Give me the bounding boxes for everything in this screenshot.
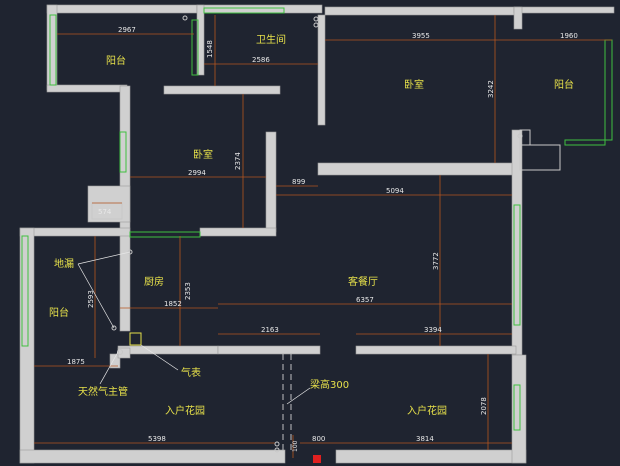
- floor-drain-balcony-icon: [111, 325, 117, 331]
- dim-1852: 1852: [164, 300, 182, 308]
- leader-beam: [286, 387, 311, 405]
- wall-574: [87, 185, 131, 223]
- pipe-top-left-icon: [182, 15, 188, 21]
- room-bedroom-mid: 卧室: [193, 148, 213, 161]
- dim-2163: 2163: [261, 326, 279, 334]
- room-balcony-left: 阳台: [49, 306, 69, 319]
- label-gas-pipe: 天然气主管: [78, 385, 128, 398]
- leader-gas-pipe: [99, 351, 119, 385]
- room-entry-garden-right: 入户花园: [407, 404, 447, 417]
- dim-574: 574: [98, 208, 112, 216]
- room-balcony-right: 阳台: [554, 78, 574, 91]
- wall-top-left: [46, 4, 198, 14]
- wall-entry-left-shaft: [109, 353, 121, 369]
- wall-top-right: [324, 6, 521, 16]
- window-entry-right: [513, 384, 521, 431]
- annotations: 地漏 气表 天然气主管 梁高300: [54, 257, 349, 398]
- wall-living-bottom-right: [355, 345, 517, 355]
- window-balcony-top-left-left: [49, 14, 57, 86]
- floor-drain-kitchen-icon: [127, 249, 133, 255]
- dim-2586: 2586: [252, 56, 270, 64]
- window-balcony-left: [21, 235, 29, 347]
- dim-3814: 3814: [416, 435, 434, 443]
- dim-800: 800: [312, 435, 325, 443]
- wall-bedmid-right: [265, 131, 277, 233]
- label-floor-drain: 地漏: [54, 257, 74, 270]
- windows: [21, 7, 613, 431]
- wall-kitchen-bottom: [117, 345, 219, 355]
- dimension-lines: [34, 15, 612, 458]
- pipe-right-icon: [517, 133, 523, 139]
- wall-bath-right: [317, 14, 326, 126]
- wall-balcony-bottom: [46, 84, 128, 93]
- room-balcony-top-left: 阳台: [106, 54, 126, 67]
- leader-gas-meter: [140, 344, 179, 371]
- wall-bottom-right: [335, 449, 527, 464]
- leader-floor-drain: [77, 251, 131, 265]
- dim-899: 899: [292, 178, 305, 186]
- dim-2353: 2353: [184, 282, 192, 300]
- dim-5398: 5398: [148, 435, 166, 443]
- pipe-entry-icon: [274, 441, 280, 447]
- dim-3955: 3955: [412, 32, 430, 40]
- dim-6357: 6357: [356, 296, 374, 304]
- dim-3394: 3394: [424, 326, 442, 334]
- gas-meter-icon: [129, 332, 142, 346]
- window-bedmid-left: [119, 131, 127, 173]
- wall-living-top: [317, 162, 517, 176]
- room-bedroom-right: 卧室: [404, 78, 424, 91]
- dim-3772: 3772: [432, 252, 440, 270]
- dim-1875: 1875: [67, 358, 85, 366]
- window-bath: [203, 7, 285, 14]
- wall-bath-bottom: [163, 85, 281, 95]
- shaft-right: [519, 144, 561, 171]
- window-balcony-right-bottom: [564, 139, 606, 146]
- leader-floor-drain-2: [77, 263, 115, 329]
- window-kitchen-top: [129, 231, 201, 238]
- gas-pipe-icon: [117, 349, 123, 355]
- door-marker-icon: [313, 455, 321, 463]
- dim-3242: 3242: [487, 80, 495, 98]
- pipe-bath-icon: [313, 16, 319, 22]
- dim-2078: 2078: [480, 397, 488, 415]
- window-balcony-top-left-right: [191, 19, 199, 76]
- wall-top-mid: [196, 4, 323, 14]
- dim-2994: 2994: [188, 169, 206, 177]
- wall-bottom: [19, 449, 286, 464]
- room-entry-garden-left: 入户花园: [165, 404, 205, 417]
- window-balcony-right: [604, 39, 613, 141]
- room-kitchen: 厨房: [144, 275, 164, 288]
- dim-2374: 2374: [234, 152, 242, 170]
- room-labels: 阳台 卫生间 卧室 阳台 卧室 厨房 阳台 客餐厅 入户花园 入户花园: [49, 33, 574, 417]
- dim-2967: 2967: [118, 26, 136, 34]
- dim-1960: 1960: [560, 32, 578, 40]
- wall-bedmid-bottom: [199, 227, 277, 237]
- dim-100: 100: [292, 440, 299, 452]
- dimension-labels: 2967 1548 2586 3955 1960 3242 2374 2994 …: [67, 26, 578, 452]
- window-living-right: [513, 204, 521, 326]
- wall-corner-right: [513, 6, 523, 30]
- pipe-bath-icon-2: [313, 22, 319, 28]
- room-living-dining: 客餐厅: [348, 275, 378, 288]
- label-beam-height: 梁高300: [310, 378, 349, 391]
- walls: [19, 4, 615, 464]
- wall-bath-left: [196, 4, 205, 76]
- pipe-entry-icon-2: [274, 447, 280, 453]
- wall-kitchen-top: [19, 227, 131, 237]
- dim-2593: 2593: [87, 290, 95, 308]
- dim-1548: 1548: [206, 40, 214, 58]
- wall-living-bottom-left: [217, 345, 321, 355]
- wall-top-far-right: [513, 6, 615, 14]
- wall-right-lower: [511, 354, 527, 464]
- dim-5094: 5094: [386, 187, 404, 195]
- room-bathroom: 卫生间: [256, 33, 286, 46]
- label-gas-meter: 气表: [181, 366, 201, 379]
